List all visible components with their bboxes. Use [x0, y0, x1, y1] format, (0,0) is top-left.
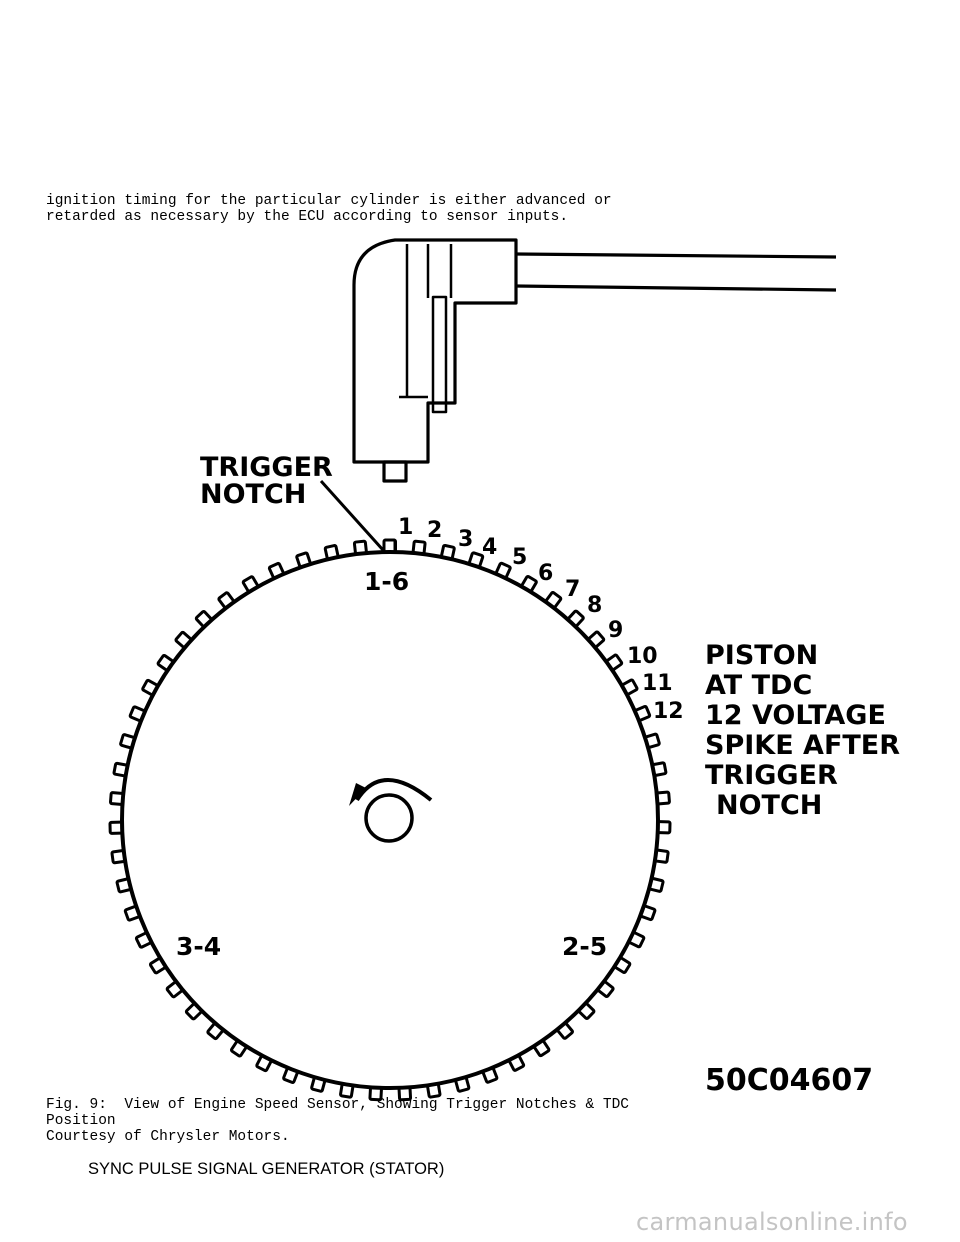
trigger-label-line-2: NOTCH: [200, 479, 306, 510]
cylinder-label-left: 3-4: [176, 932, 221, 961]
tooth-number-7: 7: [565, 577, 580, 602]
intro-paragraph: ignition timing for the particular cylin…: [46, 193, 612, 225]
piston-label-line-4: SPIKE AFTER: [705, 730, 900, 761]
trigger-pointer-line: [319, 479, 385, 552]
piston-label-line-6: NOTCH: [716, 790, 822, 821]
tooth-number-1: 1: [398, 515, 413, 540]
sensor-tip: [382, 460, 408, 483]
trigger-label-line-1: TRIGGER: [200, 452, 333, 483]
cylinder-label-right: 2-5: [562, 932, 607, 961]
tooth-number-10: 10: [627, 644, 658, 669]
tooth-number-4: 4: [482, 535, 497, 560]
tooth-number-6: 6: [538, 561, 553, 586]
caption-line-2: Position: [46, 1113, 116, 1129]
rotation-arrow: [355, 778, 433, 802]
figure-caption: Fig. 9: View of Engine Speed Sensor, Sho…: [46, 1097, 629, 1145]
figure-id: 50C04607: [705, 1063, 873, 1098]
piston-label-line-3: 12 VOLTAGE: [705, 700, 886, 731]
tooth-number-12: 12: [653, 699, 684, 724]
caption-line-1: Fig. 9: View of Engine Speed Sensor, Sho…: [46, 1097, 629, 1113]
rotation-arrow-head-icon: [349, 783, 366, 806]
watermark: carmanualsonline.info: [636, 1208, 908, 1236]
wheel-group: [108, 538, 672, 1102]
piston-label-line-2: AT TDC: [705, 670, 812, 701]
cylinder-label-top: 1-6: [364, 567, 409, 596]
sensor-cable-upper: [515, 252, 837, 259]
sensor-housing: [352, 238, 518, 464]
piston-label-line-5: TRIGGER: [705, 760, 838, 791]
tooth-number-8: 8: [587, 593, 602, 618]
caption-line-3: Courtesy of Chrysler Motors.: [46, 1129, 290, 1145]
tooth-number-11: 11: [642, 671, 673, 696]
tooth-number-3: 3: [458, 527, 473, 552]
sensor-body: [352, 238, 837, 483]
intro-line-1: ignition timing for the particular cylin…: [46, 193, 612, 209]
piston-label-line-1: PISTON: [705, 640, 818, 671]
intro-line-2: retarded as necessary by the ECU accordi…: [46, 209, 569, 225]
sensor-cable-lower: [515, 284, 837, 292]
hub-circle: [364, 793, 414, 843]
sensor-inner-bar: [431, 295, 448, 414]
sync-wheel: [120, 550, 660, 1090]
section-heading: SYNC PULSE SIGNAL GENERATOR (STATOR): [88, 1160, 445, 1178]
tooth-number-2: 2: [427, 518, 442, 543]
tooth-number-9: 9: [608, 618, 623, 643]
tooth-number-5: 5: [512, 545, 527, 570]
